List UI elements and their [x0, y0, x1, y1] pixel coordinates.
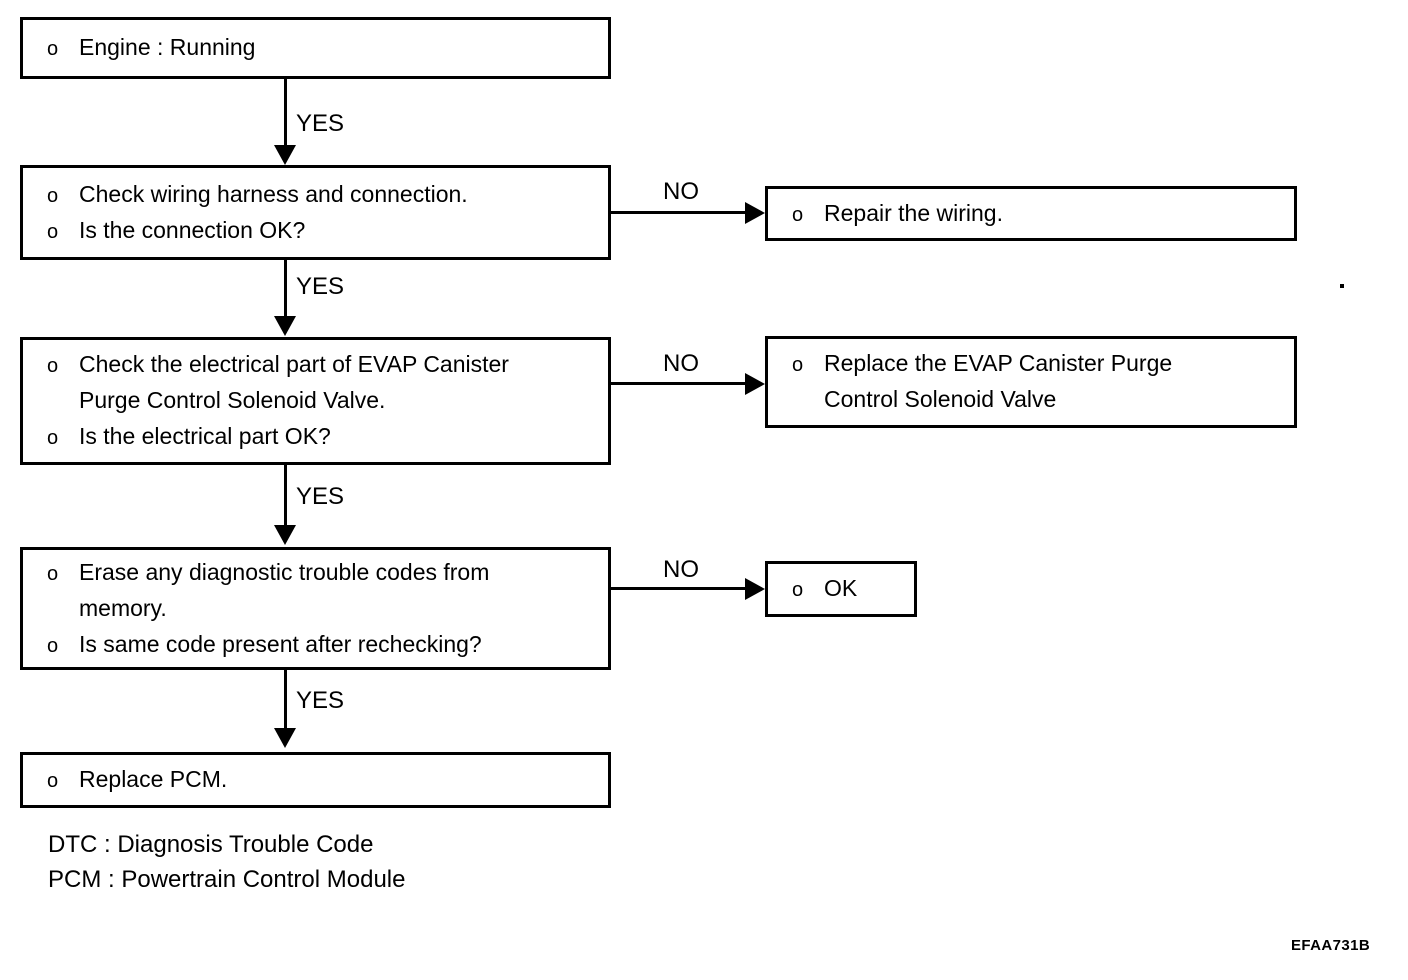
arrow-head-icon	[745, 578, 765, 600]
bullet-icon: o	[47, 220, 59, 243]
node-line: o Check wiring harness and connection.	[47, 177, 596, 213]
node-line: o Is the electrical part OK?	[47, 419, 596, 455]
bullet-icon: o	[47, 184, 59, 207]
node-replace-valve-content: o Replace the EVAP Canister Purge o Cont…	[792, 346, 1282, 418]
node-line-text: memory.	[79, 594, 167, 621]
edge-label-yes-1: YES	[296, 110, 345, 137]
edge-label-yes-4: YES	[296, 687, 345, 714]
node-line: o OK	[792, 571, 902, 607]
node-repair-wiring-content: o Repair the wiring.	[792, 196, 1282, 232]
edge-label-yes-3: YES	[296, 483, 345, 510]
node-line: o Replace PCM.	[47, 762, 596, 798]
bullet-icon: o	[47, 770, 59, 792]
node-line: o Replace the EVAP Canister Purge	[792, 346, 1282, 382]
edge-line	[284, 260, 287, 322]
edge-line	[611, 382, 747, 385]
edge-line	[284, 79, 287, 149]
node-erase-codes-content: o Erase any diagnostic trouble codes fro…	[47, 555, 596, 663]
node-line: o Engine : Running	[47, 30, 596, 66]
node-check-wiring: o Check wiring harness and connection. o…	[20, 165, 611, 260]
node-repair-wiring: o Repair the wiring.	[765, 186, 1297, 241]
node-erase-codes: o Erase any diagnostic trouble codes fro…	[20, 547, 611, 670]
node-engine-running-content: o Engine : Running	[47, 30, 596, 66]
edge-line	[284, 465, 287, 531]
node-line: o Is same code present after rechecking?	[47, 627, 596, 663]
arrow-head-icon	[274, 145, 296, 165]
node-line-text: Replace PCM.	[79, 766, 228, 792]
edge-line	[611, 211, 747, 214]
bullet-icon: o	[47, 38, 59, 60]
bullet-icon: o	[792, 354, 804, 376]
node-line: o Control Solenoid Valve	[792, 382, 1282, 418]
node-engine-running: o Engine : Running	[20, 17, 611, 79]
node-check-wiring-content: o Check wiring harness and connection. o…	[47, 177, 596, 249]
node-line-text: Is same code present after rechecking?	[79, 630, 482, 657]
node-line: o Erase any diagnostic trouble codes fro…	[47, 555, 596, 591]
node-replace-valve: o Replace the EVAP Canister Purge o Cont…	[765, 336, 1297, 428]
node-line-text: Check the electrical part of EVAP Canist…	[79, 351, 509, 377]
legend-dtc: DTC : Diagnosis Trouble Code	[48, 831, 374, 858]
node-line-text: Erase any diagnostic trouble codes from	[79, 558, 490, 585]
edge-label-no-3: NO	[663, 556, 699, 583]
node-line-text: Is the connection OK?	[79, 216, 306, 243]
arrow-head-icon	[274, 525, 296, 545]
bullet-icon: o	[792, 203, 804, 226]
edge-line	[284, 670, 287, 734]
bullet-icon: o	[47, 634, 59, 657]
node-line-text: Control Solenoid Valve	[824, 386, 1057, 412]
scan-artifact-speck	[1340, 284, 1344, 288]
arrow-head-icon	[274, 316, 296, 336]
node-replace-pcm-content: o Replace PCM.	[47, 762, 596, 798]
node-ok-content: o OK	[792, 571, 902, 607]
bullet-icon: o	[47, 427, 59, 449]
arrow-head-icon	[745, 202, 765, 224]
node-line-text: Check wiring harness and connection.	[79, 180, 468, 207]
node-line-text: Is the electrical part OK?	[79, 423, 331, 449]
node-line: o Purge Control Solenoid Valve.	[47, 383, 596, 419]
arrow-head-icon	[274, 728, 296, 748]
node-line-text: Replace the EVAP Canister Purge	[824, 350, 1173, 376]
node-line-text: Purge Control Solenoid Valve.	[79, 387, 386, 413]
node-check-electrical-content: o Check the electrical part of EVAP Cani…	[47, 347, 596, 455]
node-line-text: Repair the wiring.	[824, 199, 1003, 226]
node-line: o Repair the wiring.	[792, 196, 1282, 232]
bullet-icon: o	[792, 579, 804, 601]
node-line: o memory.	[47, 591, 596, 627]
legend-pcm: PCM : Powertrain Control Module	[48, 866, 406, 893]
bullet-icon: o	[47, 355, 59, 377]
node-line-text: OK	[824, 575, 858, 601]
edge-label-yes-2: YES	[296, 273, 345, 300]
edge-line	[611, 587, 747, 590]
node-check-electrical: o Check the electrical part of EVAP Cani…	[20, 337, 611, 465]
edge-label-no-1: NO	[663, 178, 699, 205]
figure-code: EFAA731B	[1291, 937, 1371, 954]
node-line-text: Engine : Running	[79, 34, 256, 60]
arrow-head-icon	[745, 373, 765, 395]
bullet-icon: o	[47, 562, 59, 585]
node-replace-pcm: o Replace PCM.	[20, 752, 611, 808]
node-line: o Is the connection OK?	[47, 213, 596, 249]
node-ok: o OK	[765, 561, 917, 617]
node-line: o Check the electrical part of EVAP Cani…	[47, 347, 596, 383]
edge-label-no-2: NO	[663, 350, 699, 377]
